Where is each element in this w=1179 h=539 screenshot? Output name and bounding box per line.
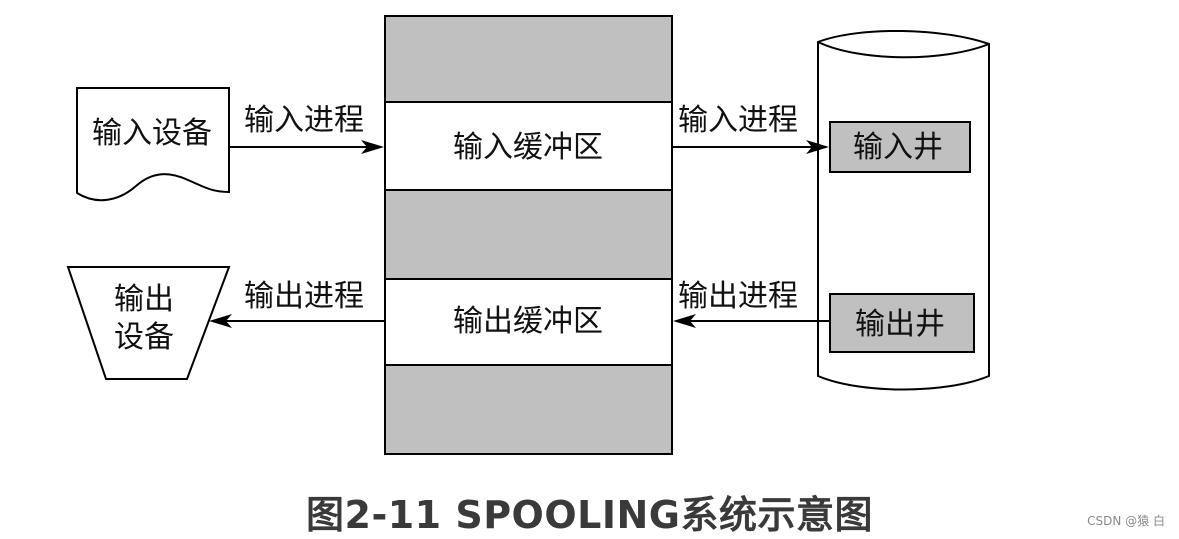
input-process-left-label: 输入进程 xyxy=(244,103,364,138)
output-device-shape xyxy=(66,266,231,380)
input-well-box xyxy=(829,121,971,173)
output-device-label-line2: 设备 xyxy=(114,320,174,355)
input-device-label: 输入设备 xyxy=(92,116,212,151)
input-buffer-label: 输入缓冲区 xyxy=(453,130,603,165)
output-device-label-line1: 输出 xyxy=(114,282,174,317)
output-well-label: 输出井 xyxy=(855,307,945,342)
input-process-right-label: 输入进程 xyxy=(678,103,798,138)
input-device-shape xyxy=(76,87,230,202)
output-process-right-label: 输出进程 xyxy=(678,279,798,314)
watermark: CSDN @猿 白 xyxy=(1087,514,1165,528)
arrowhead-output-well-to-buffer xyxy=(673,314,696,328)
figure-caption: 图2-11 SPOOLING系统示意图 xyxy=(306,493,873,537)
input-well-label: 输入井 xyxy=(853,130,943,165)
arrowhead-buffer-to-input-well xyxy=(806,140,829,154)
arrowhead-buffer-to-output-device xyxy=(209,314,232,328)
output-well-box xyxy=(829,293,975,353)
disk-cylinder-top-curve xyxy=(817,41,990,59)
buffer-column xyxy=(384,15,673,455)
output-buffer-label: 输出缓冲区 xyxy=(453,304,603,339)
output-process-left-label: 输出进程 xyxy=(244,279,364,314)
output-buffer-box xyxy=(384,278,673,366)
input-buffer-box xyxy=(384,101,673,191)
arrowhead-input-device-to-buffer xyxy=(361,140,384,154)
